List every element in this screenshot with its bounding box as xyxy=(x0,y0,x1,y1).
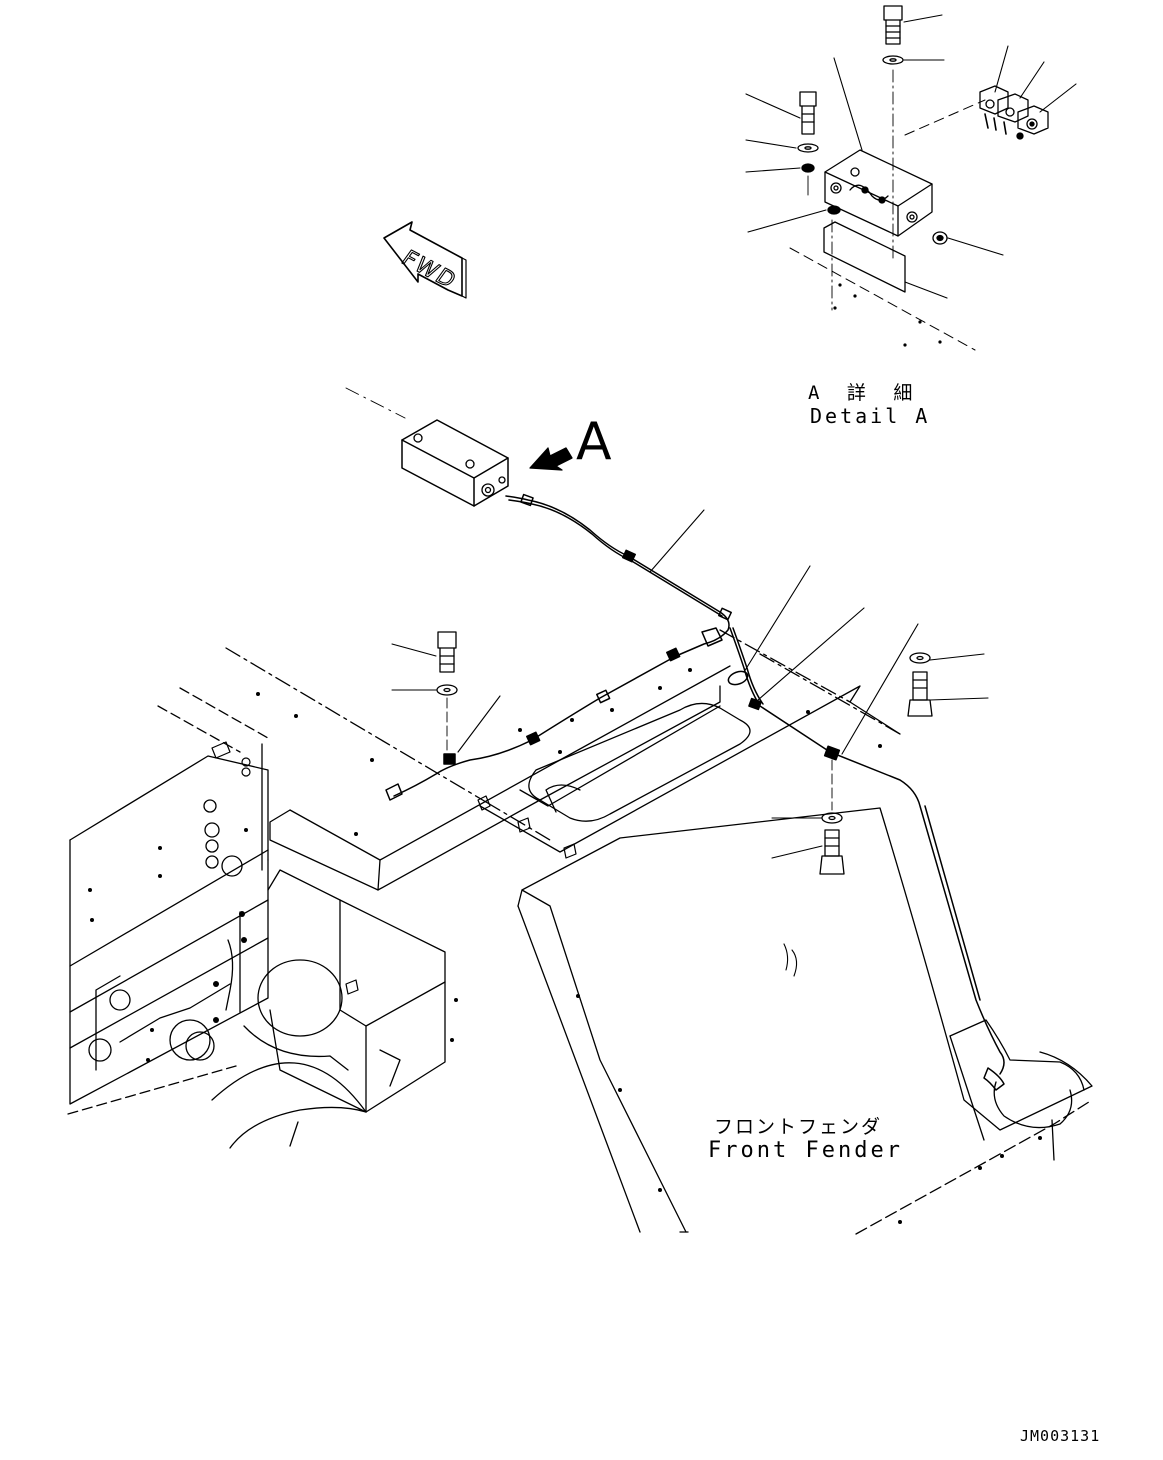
view-arrow-icon xyxy=(529,447,573,471)
fwd-arrow-icon: FWD xyxy=(383,221,467,299)
relay-icon xyxy=(979,85,1049,140)
controller-box-detail xyxy=(824,149,933,237)
detail-a-label-jp: A 詳 細 xyxy=(808,382,921,404)
detail-a-label: Detail A xyxy=(810,404,931,428)
bolt-icon xyxy=(883,5,903,45)
view-arrow-label: A xyxy=(576,412,612,472)
controller-box xyxy=(401,419,509,507)
frame-fasteners xyxy=(88,668,1042,1224)
washer-icon xyxy=(797,143,819,153)
washer-icon xyxy=(436,684,458,696)
wiring-harness xyxy=(385,493,1005,1091)
bolt-icon xyxy=(819,829,845,875)
front-fender-label-jp: フロントフェンダ xyxy=(714,1116,883,1138)
chassis-frame xyxy=(67,629,1093,1235)
bolt-icon xyxy=(437,631,457,673)
detail-a-group xyxy=(745,5,1077,351)
bolt-icon xyxy=(799,91,817,135)
bolt-icon xyxy=(907,671,933,717)
washer-icon xyxy=(909,652,931,664)
bracket-icon xyxy=(823,221,906,293)
drawing-number: JM003131 xyxy=(1020,1427,1101,1445)
front-fender-label: Front Fender xyxy=(708,1138,903,1163)
washer-icon xyxy=(882,55,904,65)
nut-icon xyxy=(827,205,841,215)
nut-icon xyxy=(932,231,948,245)
nut-icon xyxy=(801,163,815,173)
